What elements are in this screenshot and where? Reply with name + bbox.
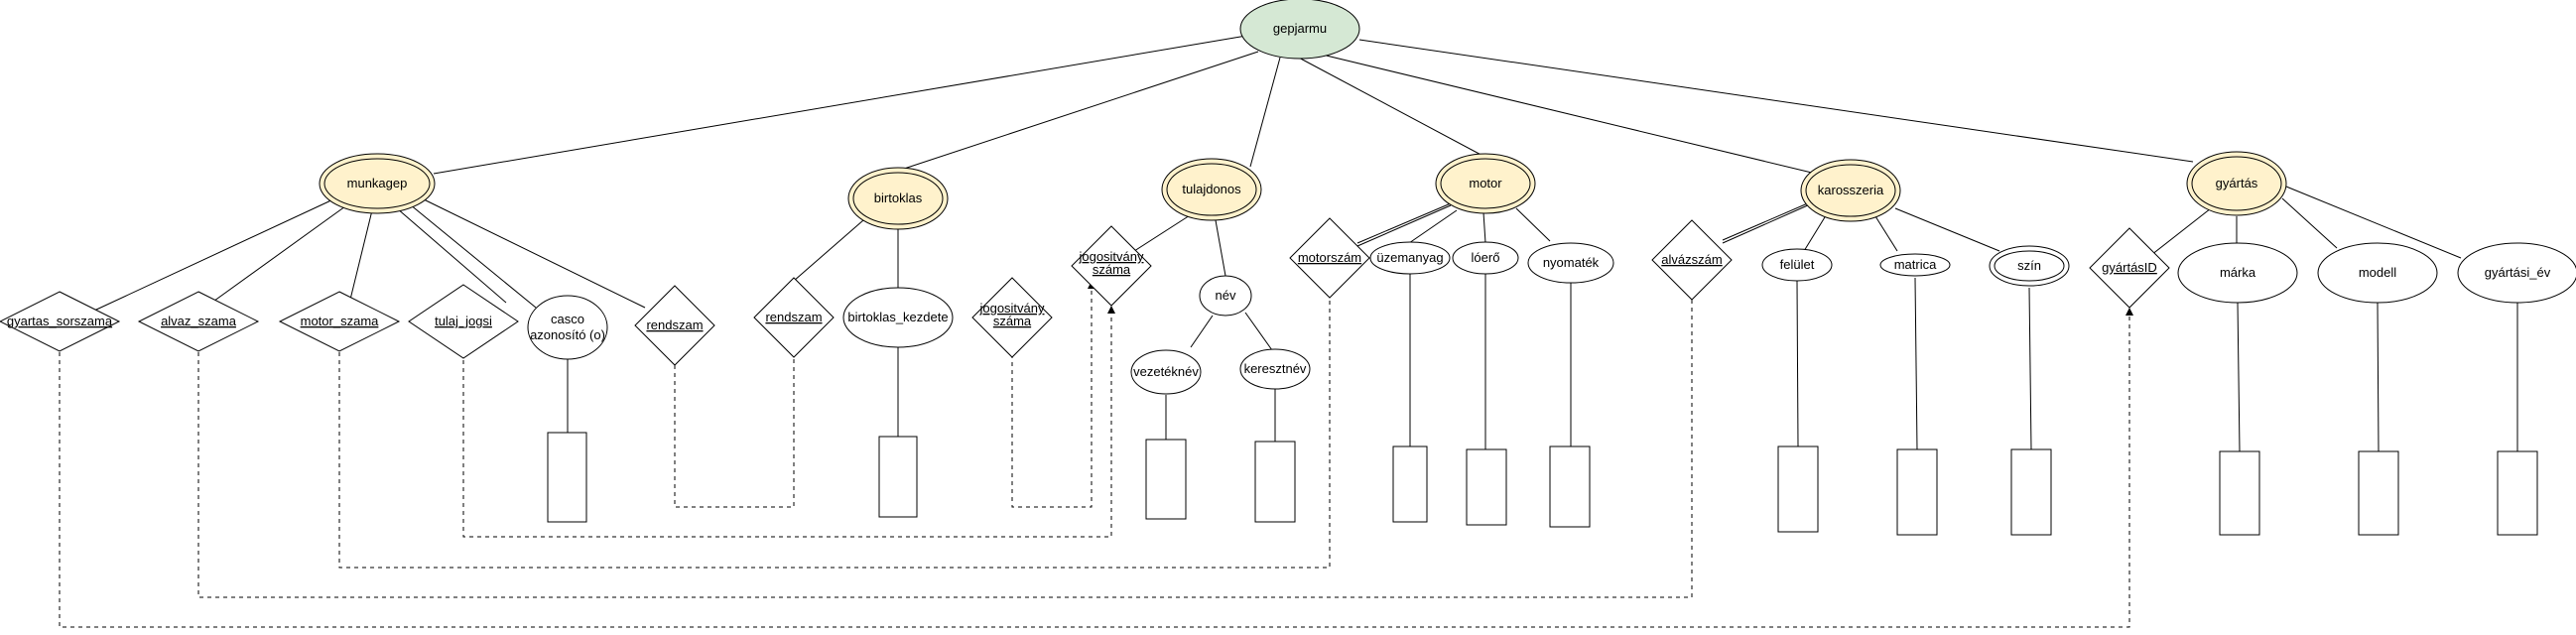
attr-label: üzemanyag	[1376, 250, 1443, 265]
attr-vezeteknev[interactable]: vezetéknév	[1130, 349, 1202, 395]
entity-tulajdonos[interactable]: tulajdonos	[1161, 158, 1262, 221]
key-alvazszam[interactable]: alvázszám	[1651, 219, 1733, 301]
key-rendszam-fk[interactable]: rendszam	[753, 277, 835, 358]
entity-label: motor	[1469, 176, 1502, 190]
value-box	[1392, 445, 1428, 523]
key-gyartas-sorszama[interactable]: gyartas_sorszama	[0, 291, 121, 352]
value-box	[2219, 450, 2260, 536]
value-box	[1777, 445, 1819, 533]
attr-keresztnev[interactable]: keresztnév	[1239, 348, 1311, 390]
attr-label: birtoklas_kezdete	[847, 310, 948, 324]
karosszeria-links	[1722, 201, 2032, 450]
attr-nyomatek[interactable]: nyomaték	[1527, 242, 1614, 284]
key-label: rendszam	[765, 310, 822, 324]
key-label: tulaj_jogsi	[435, 314, 492, 328]
key-label: motorszám	[1298, 250, 1361, 265]
attr-label: lóerő	[1472, 250, 1500, 265]
key-label: rendszam	[646, 318, 703, 332]
munkagep-links	[93, 197, 646, 433]
gyartas-links	[2150, 186, 2518, 452]
attr-label: felület	[1780, 257, 1815, 272]
key-label: motor_szama	[301, 314, 380, 328]
key-label: alvaz_szama	[161, 314, 237, 328]
value-box	[878, 436, 918, 518]
attr-modell[interactable]: modell	[2317, 242, 2438, 304]
entity-motor[interactable]: motor	[1435, 153, 1536, 214]
value-box	[1549, 445, 1591, 528]
attr-birtoklas-kezdete[interactable]: birtoklas_kezdete	[842, 287, 954, 348]
key-label: alvázszám	[1661, 252, 1722, 267]
entity-label: birtoklas	[874, 190, 923, 205]
entity-munkagep[interactable]: munkagep	[319, 153, 436, 214]
key-motor-szama[interactable]: motor_szama	[278, 291, 401, 352]
value-box	[1254, 441, 1296, 523]
root-label: gepjarmu	[1273, 21, 1327, 36]
attr-label: vezetéknév	[1133, 364, 1199, 379]
attr-szin[interactable]: szín	[1989, 245, 2070, 287]
motor-links	[1356, 202, 1572, 449]
tulajdonos-links	[1130, 207, 1276, 442]
attr-label: keresztnév	[1244, 361, 1307, 376]
entity-label: karosszeria	[1818, 183, 1884, 197]
value-box	[1145, 439, 1187, 520]
key-rendszam-pk[interactable]: rendszam	[634, 285, 715, 366]
key-label: gyartas_sorszama	[7, 314, 113, 328]
value-box	[2497, 450, 2538, 536]
key-tulaj-jogsi[interactable]: tulaj_jogsi	[408, 284, 519, 359]
attr-label: matrica	[1894, 257, 1937, 272]
value-box	[1466, 448, 1507, 526]
value-box	[2010, 448, 2052, 536]
key-gyartasid[interactable]: gyártásID	[2089, 227, 2170, 309]
value-boxes	[547, 432, 2538, 536]
entity-gyartas[interactable]: gyártás	[2186, 151, 2287, 216]
entity-karosszeria[interactable]: karosszeria	[1800, 159, 1901, 222]
value-box	[2358, 450, 2399, 536]
attr-label: szín	[2017, 258, 2041, 273]
key-label: gyártásID	[2102, 260, 2157, 275]
entity-label: gyártás	[2216, 176, 2258, 190]
attr-nev[interactable]: név	[1199, 275, 1252, 317]
attr-label: név	[1216, 288, 1236, 303]
reference-lines	[59, 252, 2133, 628]
attr-felulet[interactable]: felület	[1761, 248, 1833, 282]
root-entity-gepjarmu[interactable]: gepjarmu	[1239, 0, 1360, 60]
attr-label: márka	[2220, 265, 2256, 280]
attr-marka[interactable]: márka	[2177, 242, 2298, 304]
entity-label: tulajdonos	[1182, 182, 1241, 196]
attr-uzemanyag[interactable]: üzemanyag	[1369, 241, 1451, 275]
root-links	[433, 35, 2194, 175]
attr-loero[interactable]: lóerő	[1452, 241, 1519, 275]
attr-label: modell	[2359, 265, 2396, 280]
attr-matrica[interactable]: matrica	[1879, 253, 1951, 277]
attr-label: nyomaték	[1543, 255, 1600, 270]
attr-gyartasi-ev[interactable]: gyártási_év	[2457, 242, 2576, 304]
birtoklas-links	[793, 219, 899, 437]
attr-label: gyártási_év	[2485, 265, 2551, 280]
value-box	[1896, 448, 1938, 536]
entity-label: munkagep	[347, 176, 408, 190]
value-box	[547, 432, 587, 523]
key-alvaz-szama[interactable]: alvaz_szama	[137, 291, 260, 352]
key-motorszam[interactable]: motorszám	[1289, 217, 1370, 299]
entity-birtoklas[interactable]: birtoklas	[847, 167, 949, 230]
